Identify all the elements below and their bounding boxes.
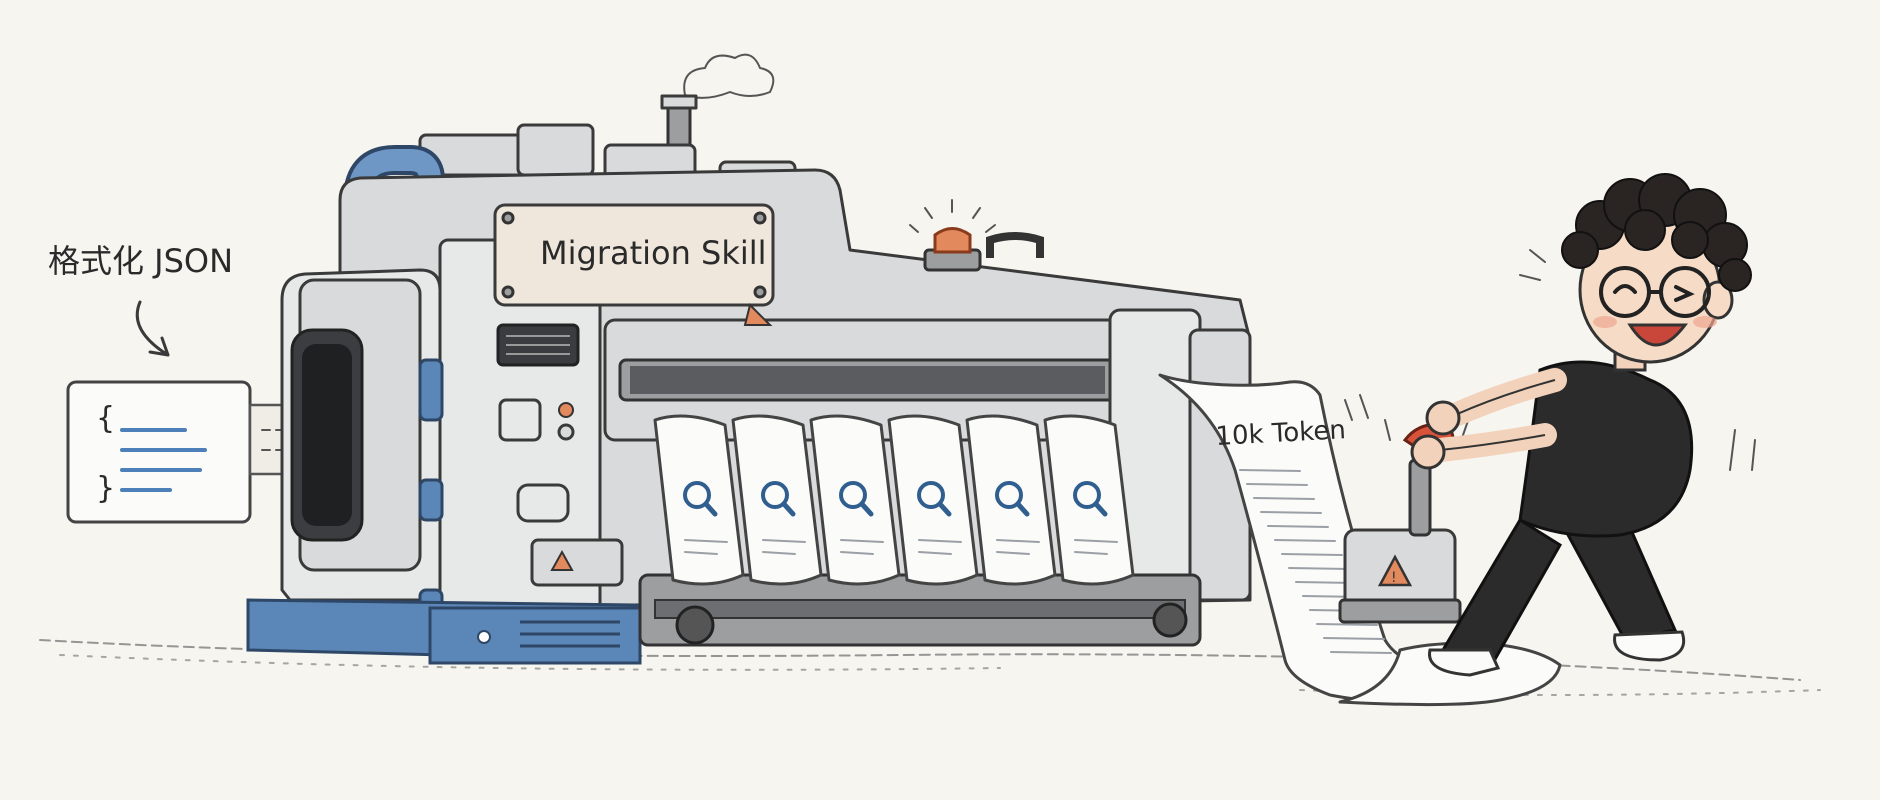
page-loop	[653, 414, 745, 586]
magnifier-icon	[1073, 481, 1108, 517]
magnifier-icon	[839, 481, 874, 517]
page-loop	[1043, 414, 1135, 586]
json-close-brace: }	[96, 471, 115, 506]
smoke-cloud	[683, 53, 775, 99]
machine-name-label: Migration Skill	[540, 234, 767, 272]
json-card: { }	[66, 380, 252, 524]
magnifier-icon	[995, 481, 1030, 517]
output-token-label: 10k Token	[1215, 415, 1347, 452]
page-loops	[653, 414, 1135, 586]
crank-warning-icon	[1377, 554, 1413, 587]
page-loop	[887, 414, 979, 586]
pointer-arrow	[135, 300, 170, 357]
panel-warning-icon	[550, 549, 574, 571]
magnifier-icon	[683, 481, 718, 517]
json-open-brace: {	[96, 401, 115, 436]
page-loop	[809, 414, 901, 586]
input-label: 格式化 JSON	[48, 242, 233, 280]
svg-text:!: !	[1391, 570, 1397, 586]
warning-light	[909, 199, 996, 272]
machine-name-plate	[493, 203, 775, 307]
magnifier-icon	[761, 481, 796, 517]
character	[1410, 173, 1756, 677]
page-loop	[965, 414, 1057, 586]
magnifier-icon	[917, 481, 952, 517]
page-loop	[731, 414, 823, 586]
